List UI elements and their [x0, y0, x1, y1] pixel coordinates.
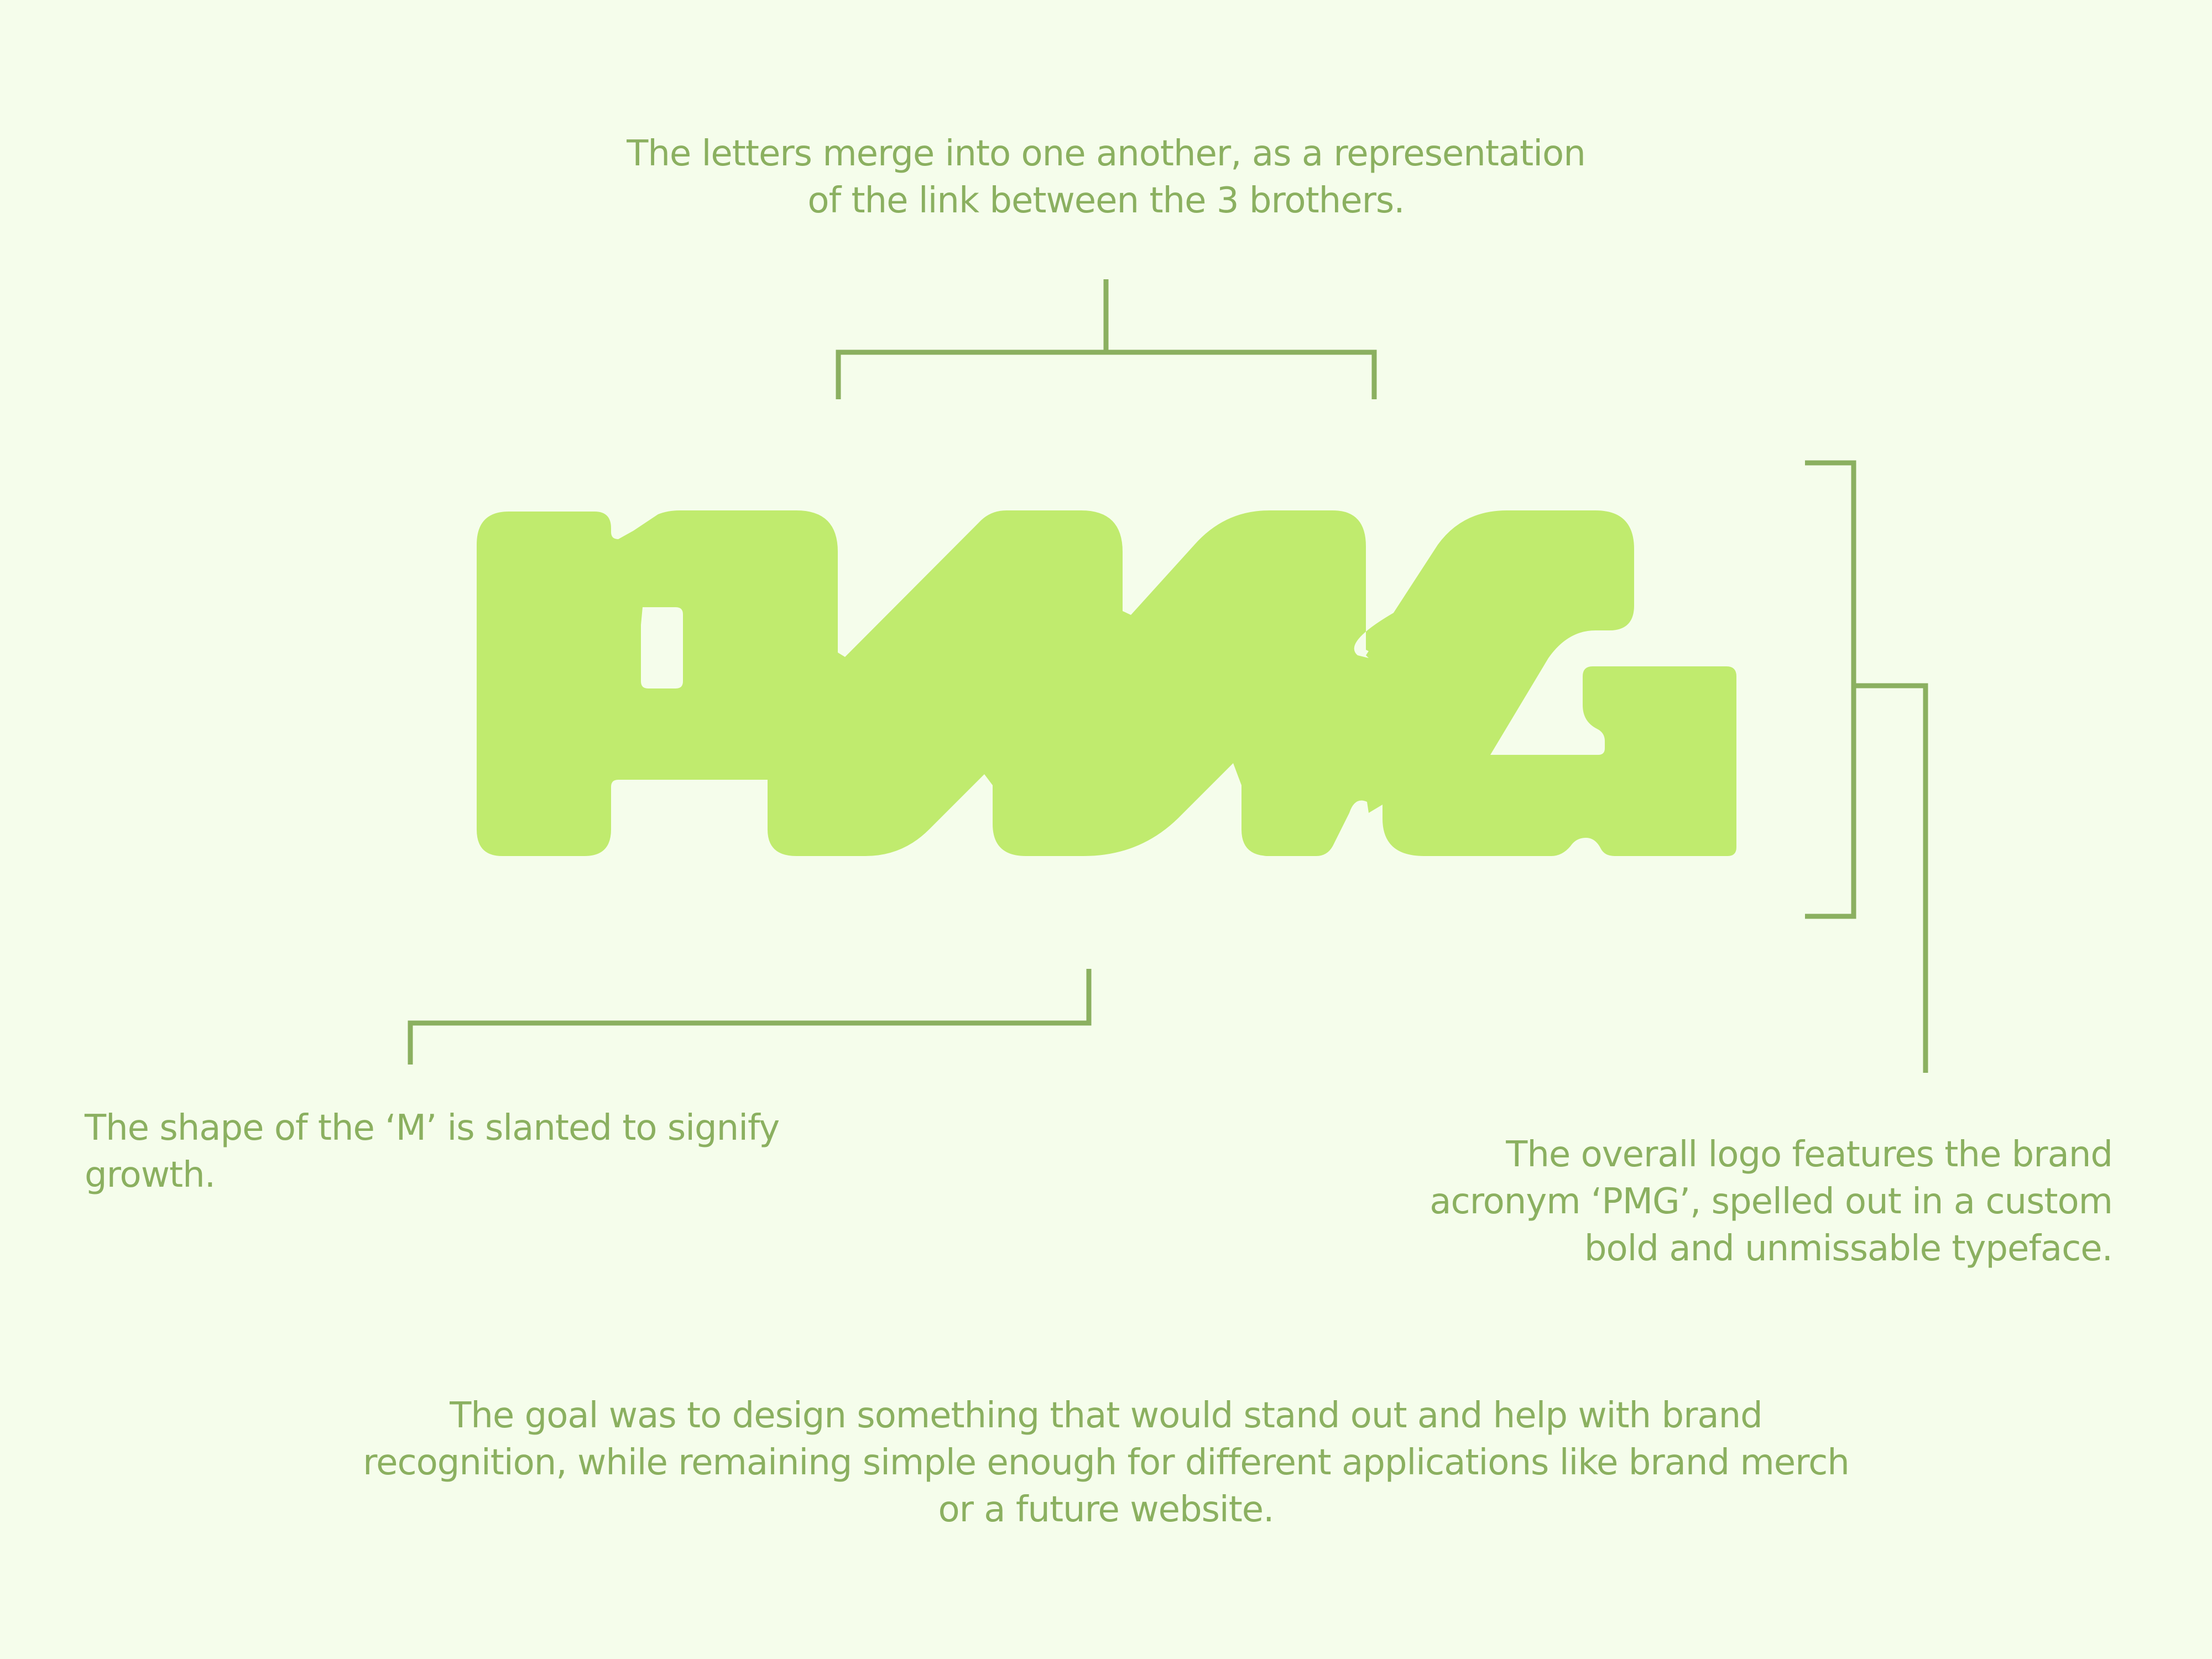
left-bracket: [408, 969, 1092, 1065]
annotation-line: bold and unmissable typeface.: [1584, 1228, 2113, 1269]
annotation-goal: The goal was to design something that wo…: [276, 1392, 1936, 1533]
top-bracket: [836, 279, 1377, 399]
annotation-line: growth.: [85, 1155, 216, 1196]
annotation-letters-merge: The letters merge into one another, as a…: [553, 131, 1659, 225]
logo-letter-g: [1366, 510, 1736, 856]
annotation-line: acronym ‘PMG’, spelled out in a custom: [1430, 1181, 2113, 1222]
annotation-slanted-m: The shape of the ‘M’ is slanted to signi…: [85, 1105, 859, 1199]
annotation-line: recognition, while remaining simple enou…: [363, 1442, 1850, 1483]
annotation-line: The shape of the ‘M’ is slanted to signi…: [85, 1108, 780, 1149]
logo-letter-m: [686, 510, 1404, 856]
annotation-line: The overall logo features the brand: [1506, 1134, 2113, 1175]
pmg-logo: [477, 510, 1736, 856]
annotation-line: The goal was to design something that wo…: [450, 1395, 1763, 1436]
logo-letter-p: [477, 510, 691, 856]
annotation-connectors: [408, 279, 1928, 1073]
annotation-overall-logo: The overall logo features the brand acro…: [1316, 1131, 2113, 1272]
right-bracket: [1805, 460, 1928, 1073]
annotation-line: of the link between the 3 brothers.: [807, 180, 1405, 221]
annotation-line: The letters merge into one another, as a…: [627, 133, 1586, 174]
annotation-line: or a future website.: [938, 1489, 1274, 1530]
